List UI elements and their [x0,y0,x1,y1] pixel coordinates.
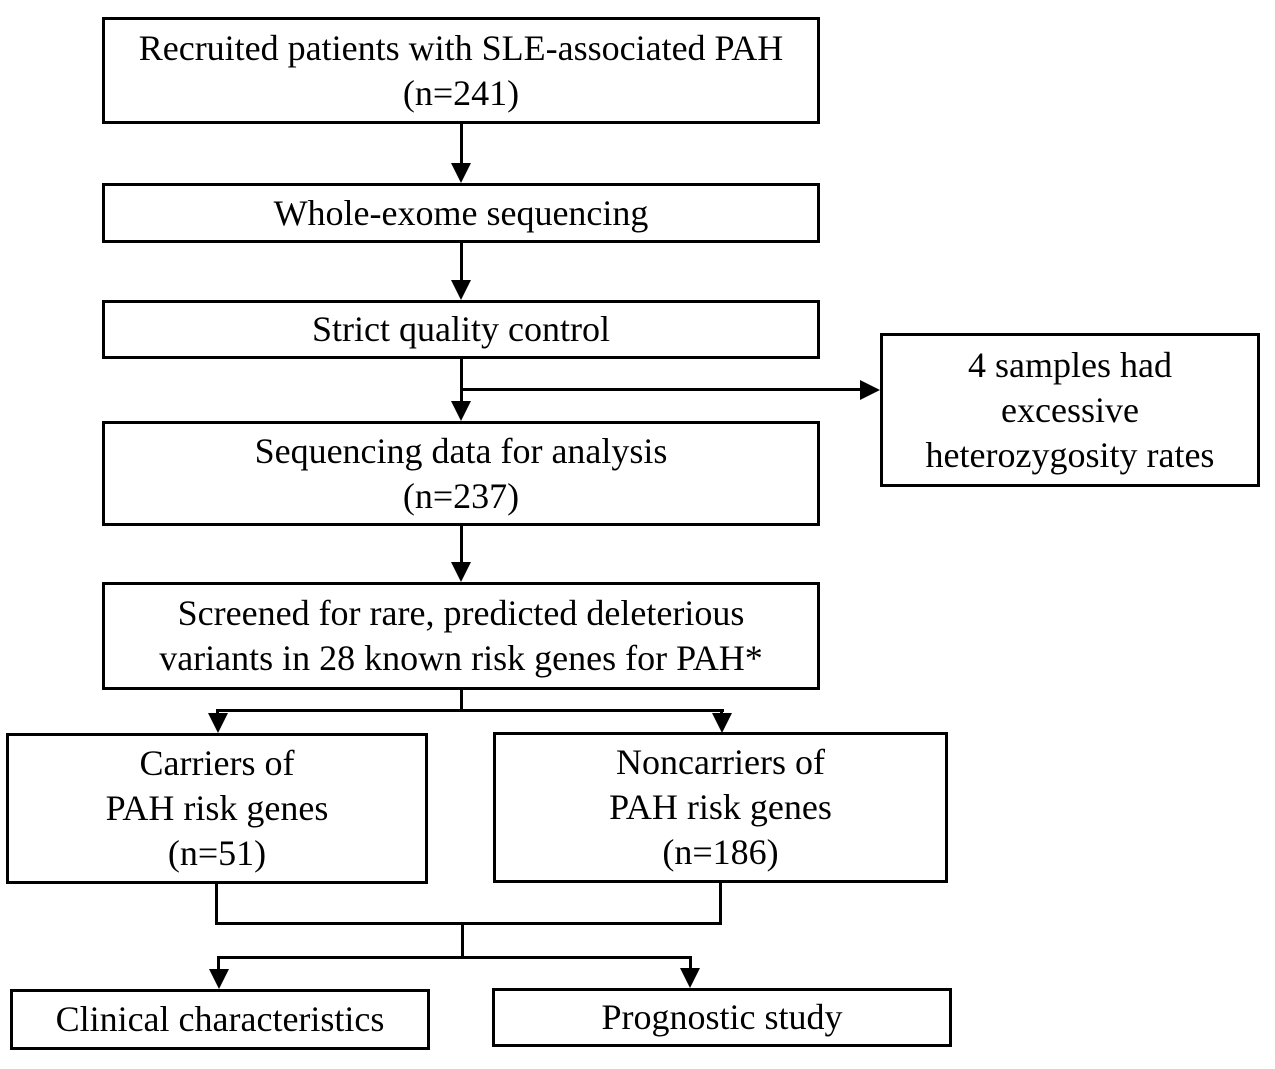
connector-split-to-clinical-line [217,956,220,971]
flow-box-whole-exome-sequencing: Whole-exome sequencing [102,183,820,243]
connector-split-to-clinical-arrowhead [209,969,229,989]
connector-seqdata-to-screened-line [460,526,463,564]
connector-split-to-carriers-arrowhead [208,713,228,733]
connector-split-to-prognostic-line [689,956,692,970]
connector-branch-to-excluded-arrowhead [860,380,880,400]
connector-recruited-to-wes-arrowhead [451,163,471,183]
connector-merge-stem [461,922,464,959]
flow-box-carriers: Carriers of PAH risk genes (n=51) [6,733,428,884]
connector-noncarriers-merge-line [719,883,722,925]
connector-branch-to-excluded-line [460,388,862,391]
flow-box-sequencing-data-for-analysis: Sequencing data for analysis (n=237) [102,421,820,526]
connector-outcome-split-horizontal [217,956,692,959]
connector-split-to-noncarriers-arrowhead [712,713,732,733]
connector-screened-split-stem [460,690,463,712]
connector-qc-to-seqdata-line [460,359,463,403]
connector-merge-horizontal [215,922,722,925]
flow-box-variant-screening: Screened for rare, predicted deleterious… [102,582,820,690]
connector-wes-to-qc-arrowhead [451,280,471,300]
flow-box-prognostic-study: Prognostic study [492,988,952,1047]
connector-wes-to-qc-line [460,243,463,282]
flow-box-excluded-samples: 4 samples had excessive heterozygosity r… [880,333,1260,487]
connector-split-to-prognostic-arrowhead [680,968,700,988]
flow-box-strict-quality-control: Strict quality control [102,300,820,359]
connector-carriers-merge-line [215,884,218,925]
connector-screened-split-horizontal [216,709,724,712]
flow-box-noncarriers: Noncarriers of PAH risk genes (n=186) [493,732,948,883]
connector-qc-to-seqdata-arrowhead [451,401,471,421]
flow-box-clinical-characteristics: Clinical characteristics [10,989,430,1050]
connector-recruited-to-wes-line [460,123,463,165]
flow-box-recruited-patients: Recruited patients with SLE-associated P… [102,17,820,124]
connector-seqdata-to-screened-arrowhead [451,562,471,582]
